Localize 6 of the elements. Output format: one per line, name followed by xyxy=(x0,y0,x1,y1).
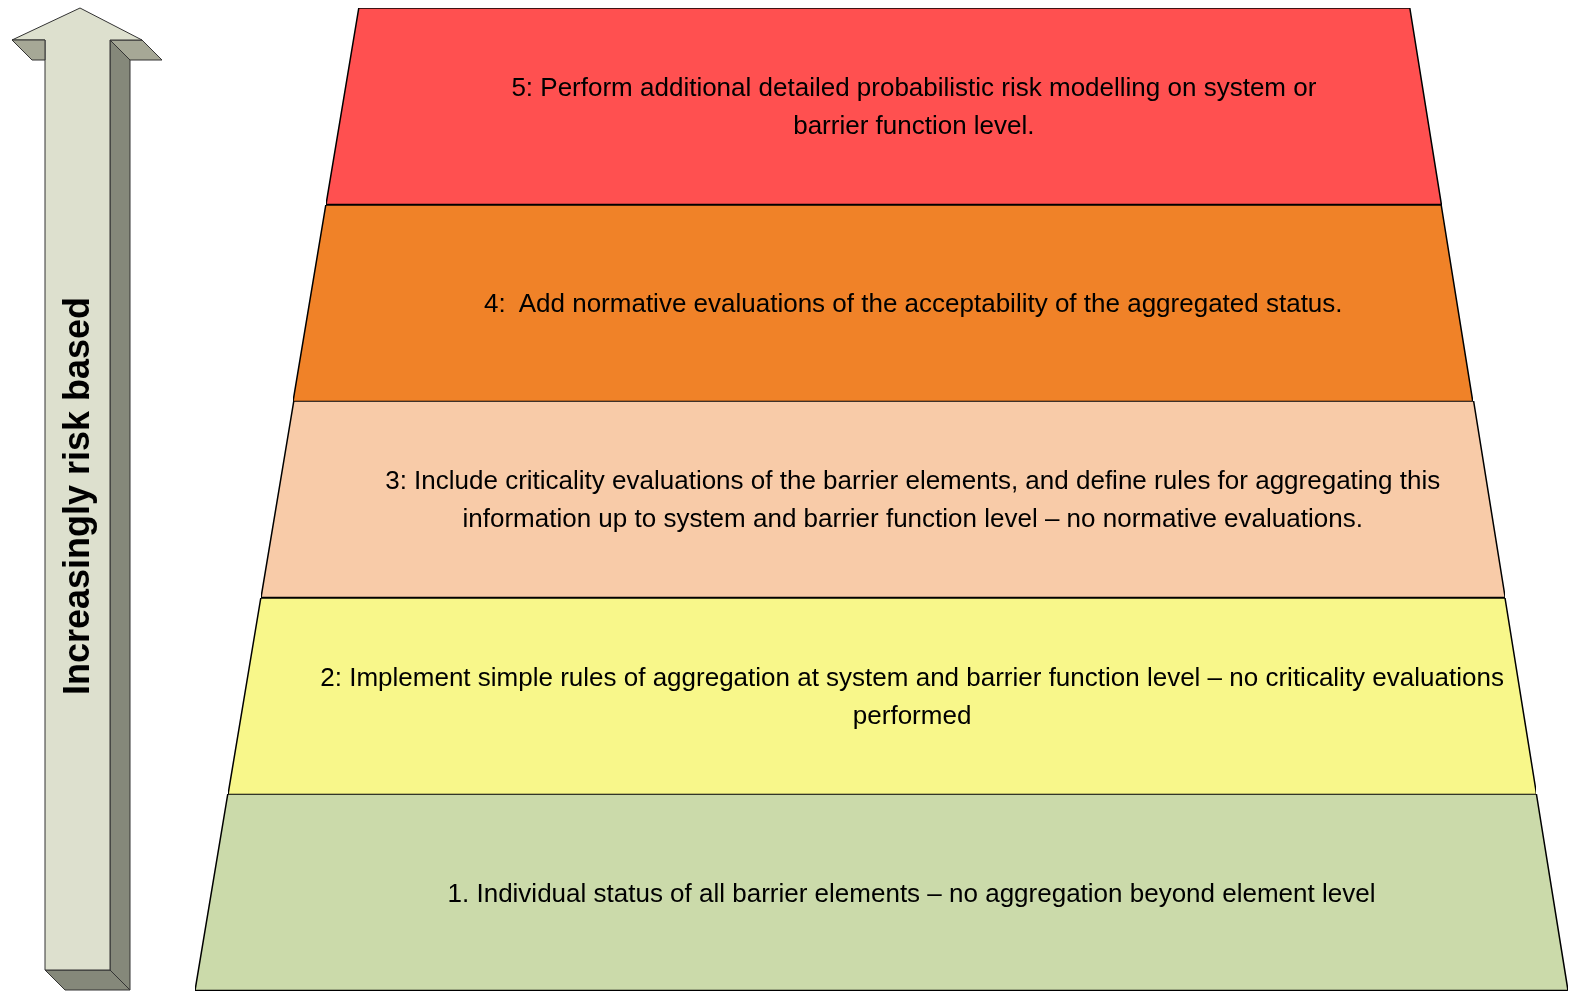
level-description: 5: Perform additional detailed probabilistic risk modelling on system or barrier function level. xyxy=(510,71,1318,143)
level-description: 3: Include criticality evaluations of the barrier elements, and define rules for aggregating this information up to system and barrier function level – no normative evaluations. xyxy=(384,464,1442,536)
level-description: 4: Add normative evaluations of the acceptability of the aggregated status. xyxy=(483,286,1344,320)
level-description: 2: Implement simple rules of aggregation at system and barrier function level – no criticality evaluations performed xyxy=(319,661,1505,733)
level-description: 1. Individual status of all barrier elements – no aggregation beyond element level xyxy=(446,876,1377,910)
axis-label: Increasingly risk based xyxy=(56,296,99,696)
